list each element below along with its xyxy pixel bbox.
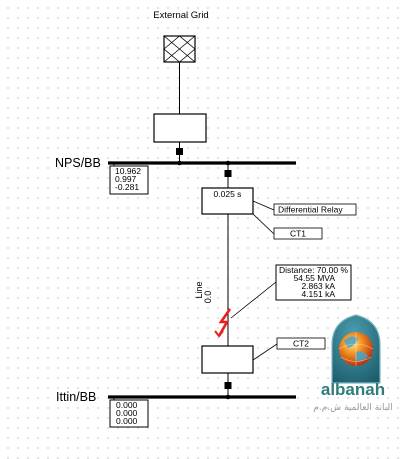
differential-relay-leader <box>252 200 275 211</box>
differential-relay-callout[interactable] <box>273 203 357 216</box>
fault-current-2: 4.151 kA <box>301 289 335 299</box>
bus-bottom-result-box <box>109 399 149 428</box>
fault-current-1: 2.863 kA <box>301 281 335 291</box>
fault-power: 54.55 MVA <box>294 273 336 283</box>
line-top-breaker[interactable] <box>224 170 232 177</box>
line-label-group: Line 0.0 <box>194 281 213 303</box>
differential-relay-label: Differential Relay <box>278 205 343 215</box>
fault-result-box <box>275 264 352 301</box>
bus-top-result-2: 0.997 <box>115 174 137 184</box>
ct1-leader <box>252 213 275 235</box>
bus-top-result-3: -0.281 <box>115 182 139 192</box>
bus-bottom-result-1: 0.000 <box>116 400 138 410</box>
bus-top-result-1: 10.962 <box>115 166 141 176</box>
line-label: Line <box>194 281 204 298</box>
external-grid-label: External Grid <box>153 10 208 21</box>
line-bottom-breaker[interactable] <box>224 382 232 389</box>
fault-result-leader <box>230 281 277 319</box>
bottom-relay-box[interactable] <box>201 345 254 374</box>
albanah-logo: albanah البانة العالمية ش.م.م <box>313 314 393 413</box>
fault-lightning-icon[interactable] <box>217 308 232 337</box>
external-grid-symbol[interactable] <box>163 35 196 63</box>
ct2-leader <box>252 343 278 361</box>
bus-bottom-result-2: 0.000 <box>116 408 138 418</box>
fault-distance: Distance: 70.00 % <box>279 265 348 275</box>
logo-tagline: البانة العالمية ش.م.م <box>313 403 392 413</box>
logo-brand: albanah <box>321 380 385 399</box>
ct1-label: CT1 <box>290 229 306 239</box>
line-value: 0.0 <box>203 291 213 304</box>
ct2-callout[interactable] <box>276 337 326 350</box>
ct2-label: CT2 <box>293 339 309 349</box>
grid-breaker[interactable] <box>176 148 183 155</box>
relay-time: 0.025 s <box>214 189 242 199</box>
ct1-callout[interactable] <box>273 227 323 240</box>
bus-top-result-box <box>109 165 149 195</box>
grid-feeder-box[interactable] <box>153 113 207 143</box>
bus-bottom-result-3: 0.000 <box>116 416 138 426</box>
bus-top-label: NPS/BB <box>55 156 101 170</box>
bus-bottom-label: Ittin/BB <box>56 390 96 404</box>
fault-arrow-icon <box>214 330 224 338</box>
